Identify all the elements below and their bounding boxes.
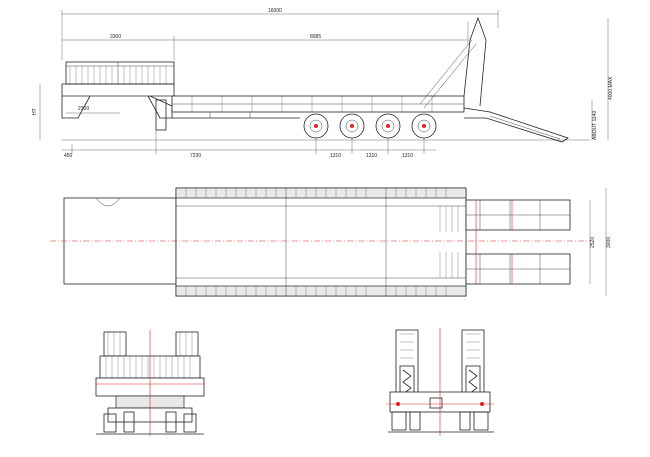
kingpin-offset-label: 2300 bbox=[78, 106, 89, 112]
overall-width-label: 3000 bbox=[606, 237, 612, 248]
axle-spacing-3-label: 1310 bbox=[402, 153, 413, 159]
inner-width-label: 2520 bbox=[590, 237, 596, 248]
deck-length-label: 8985 bbox=[310, 34, 321, 40]
axle-spacing-1-label: 1310 bbox=[330, 153, 341, 159]
side-view: 16000 3300 8985 2300 HT bbox=[32, 8, 614, 159]
axle-spacing-2-label: 1310 bbox=[366, 153, 377, 159]
overall-length-label: 16000 bbox=[268, 8, 282, 14]
deck-top bbox=[175, 187, 467, 297]
side-wheels bbox=[303, 113, 437, 139]
side-height-label: HT bbox=[32, 108, 38, 115]
rear-ramp-raised bbox=[463, 16, 487, 107]
front-view bbox=[95, 330, 205, 436]
rear-ramp-lowered bbox=[463, 107, 569, 143]
rear-view bbox=[386, 328, 494, 436]
overall-height-label: 4000 MAX bbox=[608, 76, 614, 100]
gooseneck-length-label: 3300 bbox=[110, 34, 121, 40]
front-overhang-label: 450 bbox=[64, 153, 73, 159]
ramp-height-label: ABOUT 1140 bbox=[592, 111, 598, 140]
gooseneck-rail bbox=[65, 61, 175, 85]
kingpin-axle-label: 7230 bbox=[190, 153, 201, 159]
top-view: 2520 3000 bbox=[50, 187, 612, 297]
